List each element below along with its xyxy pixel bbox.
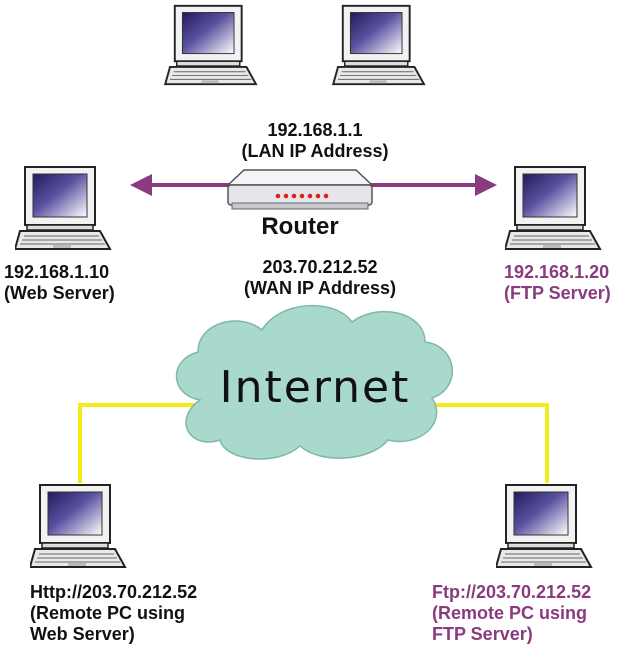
internet-label: Internet	[219, 362, 411, 413]
remote-ftp-caption-2: FTP Server)	[432, 624, 533, 644]
remote-ftp-pc-icon	[496, 483, 593, 569]
ftp-server-pc-icon	[505, 165, 602, 251]
remote-web-caption-1: (Remote PC using	[30, 603, 186, 623]
remote-web-pc-icon	[30, 483, 127, 569]
web-server-pc-icon	[15, 165, 112, 251]
ftp-server-caption: (FTP Server)	[504, 283, 611, 303]
pc-top-left-icon	[164, 4, 257, 86]
cable-remote-ftp	[428, 403, 549, 483]
wan-ip-caption: (WAN IP Address)	[243, 278, 397, 298]
cloud-icon	[175, 304, 454, 460]
remote-ftp-caption-1: (Remote PC using	[432, 603, 588, 623]
web-server-caption: (Web Server)	[4, 283, 115, 303]
remote-ftp-url: Ftp://203.70.212.52	[432, 582, 592, 602]
router-label: Router	[261, 213, 339, 240]
lan-ip-caption: (LAN IP Address)	[241, 141, 389, 161]
ftp-server-ip: 192.168.1.20	[504, 262, 610, 282]
pc-top-right-icon	[332, 4, 425, 86]
cable-remote-web	[78, 403, 200, 483]
wan-ip-label: 203.70.212.52	[262, 257, 378, 277]
lan-ip-label: 192.168.1.1	[267, 120, 363, 140]
remote-web-url: Http://203.70.212.52	[30, 582, 198, 602]
web-server-ip: 192.168.1.10	[4, 262, 110, 282]
remote-web-caption-2: Web Server)	[30, 624, 135, 644]
router-icon	[226, 169, 374, 210]
